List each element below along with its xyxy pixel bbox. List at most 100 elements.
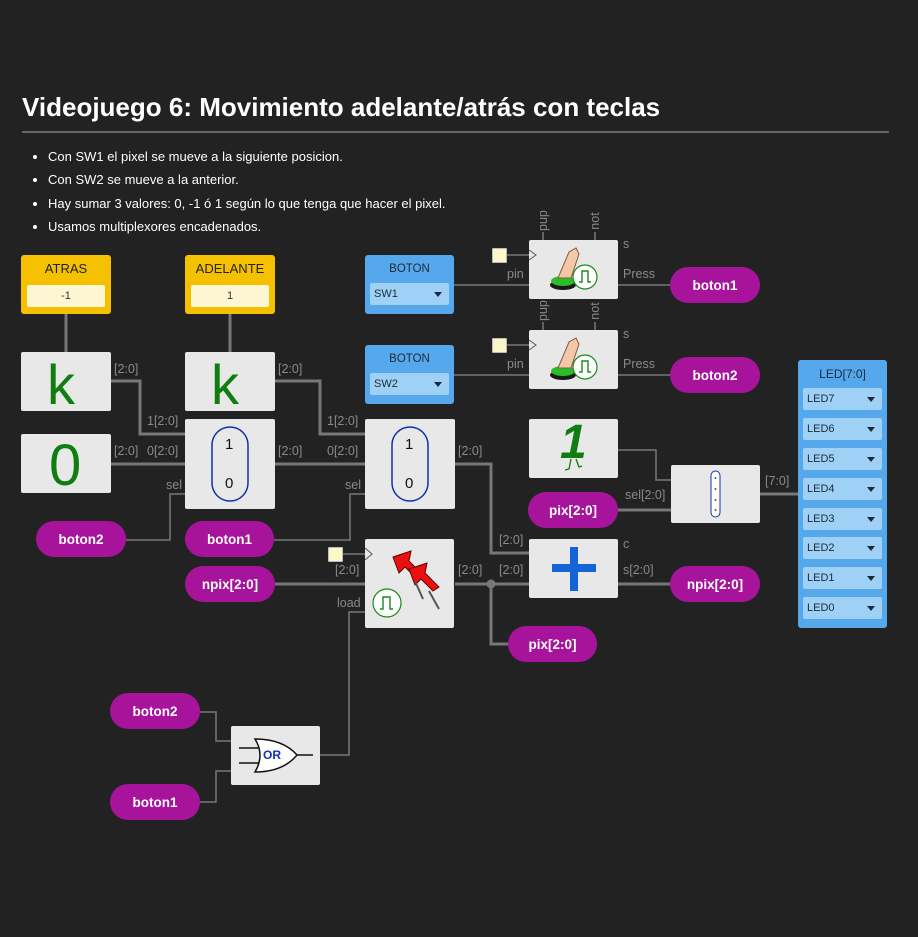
note-item: Hay sumar 3 valores: 0, -1 ó 1 según lo … — [48, 195, 445, 218]
output-label-boton2[interactable]: boton2 — [670, 357, 760, 393]
button-select-value: SW1 — [374, 288, 398, 300]
one-constant-block[interactable]: 1 — [529, 416, 618, 478]
port-label: s — [623, 327, 630, 341]
constant-title: ATRAS — [44, 261, 88, 276]
port-label: [2:0] — [499, 533, 524, 547]
constant-value[interactable]: 1 — [191, 285, 269, 307]
chevron-down-icon — [867, 487, 875, 492]
k-constant-block[interactable]: k — [21, 352, 111, 416]
wire — [200, 711, 231, 742]
port-label: pin — [507, 267, 524, 281]
led-select[interactable]: LED2 — [803, 537, 882, 559]
wire — [126, 493, 185, 541]
wire — [274, 493, 365, 541]
output-label-pix[interactable]: pix[2:0] — [508, 626, 597, 662]
clock-input[interactable] — [328, 547, 343, 562]
k-symbol: k — [47, 353, 75, 416]
port-label: Press — [623, 267, 655, 281]
led-select-value: LED4 — [807, 483, 835, 495]
or-gate-icon — [239, 738, 313, 773]
port-label: [2:0] — [335, 563, 360, 577]
port-label: 1[2:0] — [327, 414, 359, 428]
led-select-value: LED0 — [807, 602, 835, 614]
wire — [489, 584, 508, 646]
led-panel-title: LED[7:0] — [819, 367, 866, 381]
input-label-boton1[interactable]: boton1 — [185, 521, 274, 557]
led-select-value: LED3 — [807, 513, 835, 525]
button-select[interactable]: SW2 — [370, 373, 449, 395]
chevron-down-icon — [867, 427, 875, 432]
led-select-value: LED5 — [807, 453, 835, 465]
button-select[interactable]: SW1 — [370, 283, 449, 305]
wire-junction — [486, 579, 496, 589]
clock-input[interactable] — [492, 338, 507, 353]
button-title: BOTON — [389, 263, 430, 275]
multiplexer-block[interactable]: 1 0 — [185, 419, 275, 509]
led-select[interactable]: LED7 — [803, 388, 882, 410]
wire — [200, 770, 231, 803]
input-label-npix[interactable]: npix[2:0] — [185, 566, 275, 602]
input-label-pix[interactable]: pix[2:0] — [528, 492, 618, 528]
or-gate-label: OR — [263, 748, 281, 762]
input-label-boton2[interactable]: boton2 — [110, 693, 200, 729]
pushbutton-block[interactable] — [529, 330, 618, 389]
button-input-sw1[interactable]: BOTON SW1 — [365, 255, 454, 314]
note-item: Con SW1 el pixel se mueve a la siguiente… — [48, 148, 445, 171]
led-select-value: LED2 — [807, 542, 835, 554]
mux-icon — [391, 426, 429, 502]
led-select-value: LED1 — [807, 572, 835, 584]
port-label: 0[2:0] — [147, 444, 179, 458]
led-select[interactable]: LED0 — [803, 597, 882, 619]
port-label: 1[2:0] — [147, 414, 179, 428]
chevron-down-icon — [434, 382, 442, 387]
led-select[interactable]: LED6 — [803, 418, 882, 440]
led-select[interactable]: LED3 — [803, 508, 882, 530]
port-label: 0[2:0] — [327, 444, 359, 458]
port-label: [2:0] — [499, 563, 524, 577]
note-item: Usamos multiplexores encadenados. — [48, 218, 445, 241]
led-select-value: LED7 — [807, 393, 835, 405]
k-constant-block[interactable]: k — [185, 352, 275, 416]
k-symbol: k — [211, 353, 239, 416]
decoder-icon — [710, 470, 721, 518]
chevron-down-icon — [434, 292, 442, 297]
port-label: [2:0] — [458, 444, 483, 458]
input-label-boton2[interactable]: boton2 — [36, 521, 126, 557]
port-label: [2:0] — [114, 362, 139, 376]
port-label: not — [588, 302, 602, 320]
led-select[interactable]: LED5 — [803, 448, 882, 470]
constant-value[interactable]: -1 — [27, 285, 105, 307]
port-label: [2:0] — [278, 362, 303, 376]
led-select[interactable]: LED1 — [803, 567, 882, 589]
mux-input-0: 0 — [405, 475, 414, 492]
or-gate-block[interactable]: OR — [231, 726, 320, 785]
pushbutton-icon — [529, 337, 598, 380]
constant-adelante[interactable]: ADELANTE 1 — [185, 255, 275, 314]
input-label-boton1[interactable]: boton1 — [110, 784, 200, 820]
decoder-block[interactable] — [671, 465, 760, 523]
led-select[interactable]: LED4 — [803, 478, 882, 500]
pushbutton-block[interactable] — [529, 240, 618, 299]
port-label: pup — [536, 300, 550, 321]
one-symbol: 1 — [560, 416, 587, 469]
output-label-boton1[interactable]: boton1 — [670, 267, 760, 303]
wire — [455, 462, 529, 555]
button-input-sw2[interactable]: BOTON SW2 — [365, 345, 454, 404]
zero-symbol: 0 — [49, 433, 82, 498]
constant-atras[interactable]: ATRAS -1 — [21, 255, 111, 314]
zero-constant-block[interactable]: 0 — [21, 433, 111, 498]
chevron-down-icon — [867, 457, 875, 462]
port-label: pin — [507, 357, 524, 371]
chevron-down-icon — [867, 517, 875, 522]
output-label-npix[interactable]: npix[2:0] — [670, 566, 760, 602]
register-block[interactable] — [365, 539, 454, 628]
chevron-down-icon — [867, 606, 875, 611]
led-output-panel[interactable]: LED[7:0] LED7 LED6 LED5 LED4 LED3 LED2 L… — [798, 360, 887, 628]
button-title: BOTON — [389, 353, 430, 365]
led-select-value: LED6 — [807, 423, 835, 435]
clock-input[interactable] — [492, 248, 507, 263]
adder-block[interactable] — [529, 539, 618, 598]
title-divider — [22, 131, 889, 133]
port-label: load — [337, 596, 361, 610]
multiplexer-block[interactable]: 1 0 — [365, 419, 455, 509]
